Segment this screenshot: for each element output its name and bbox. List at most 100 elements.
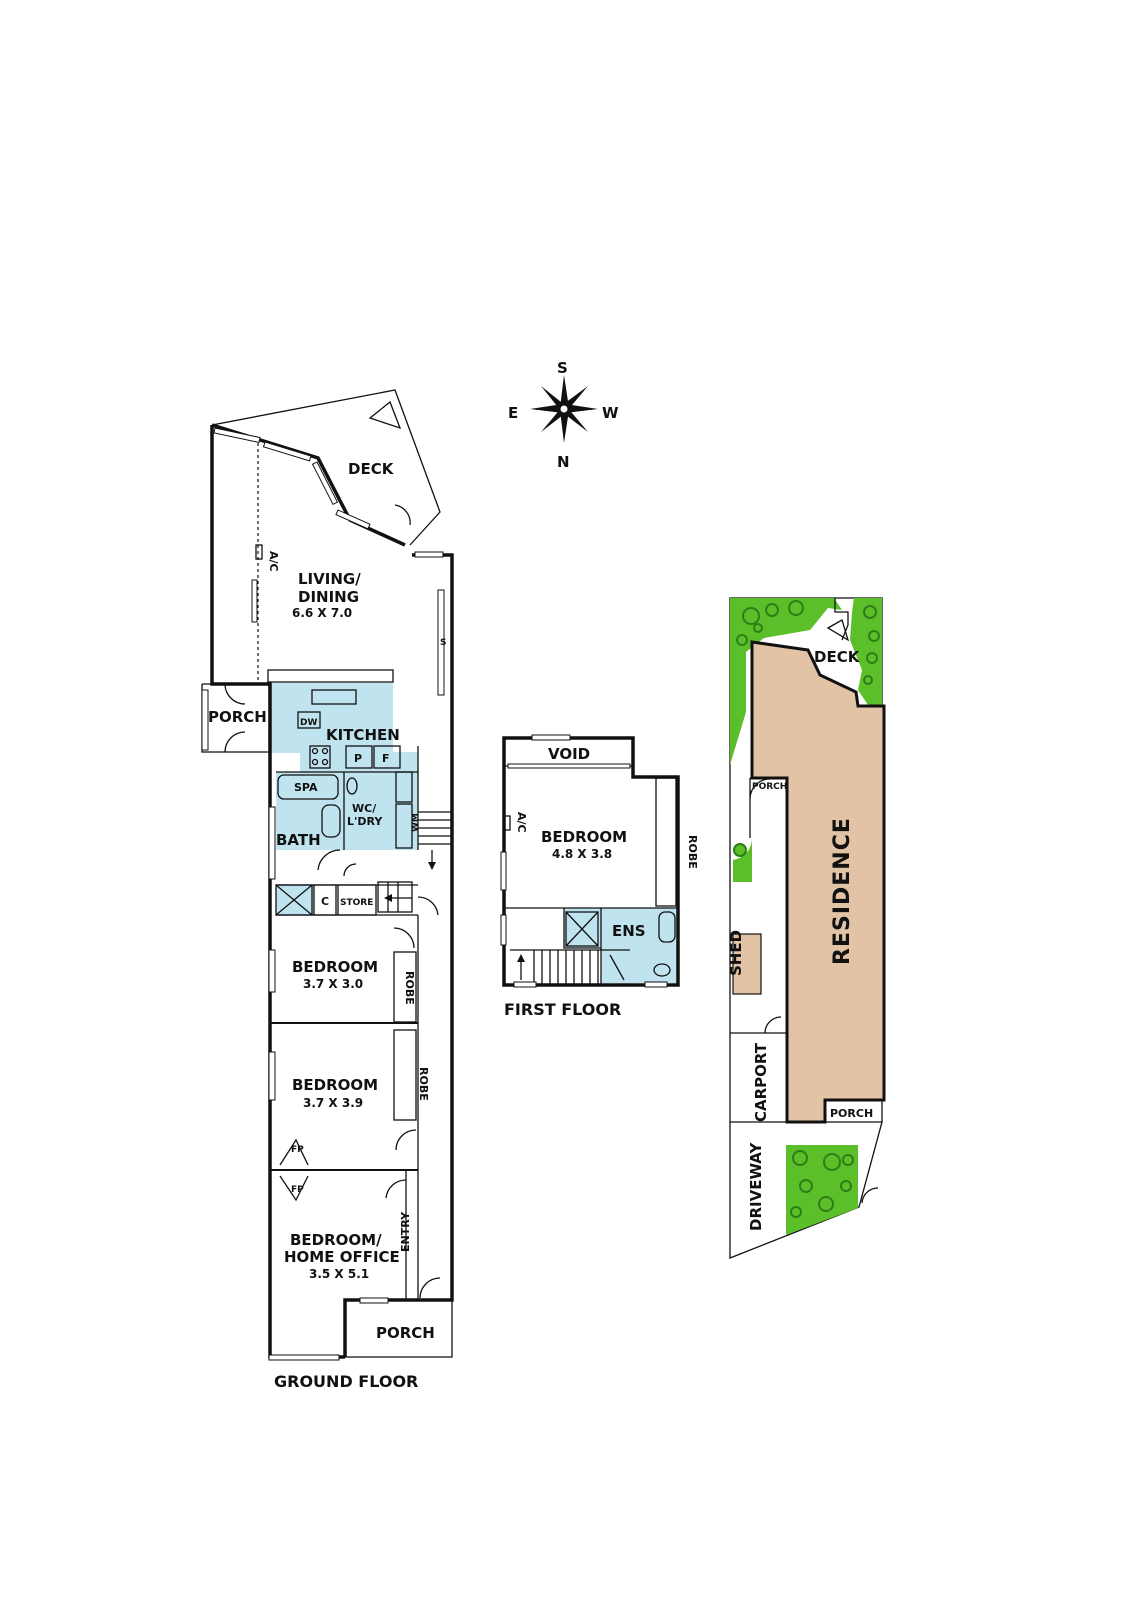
front-garden	[786, 1145, 858, 1235]
bath-vanity	[321, 804, 341, 838]
bedroom-1-dimensions: 3.7 X 3.0	[303, 977, 363, 991]
first-floor-stairs	[510, 949, 630, 985]
side-garden	[733, 839, 752, 882]
bedroom-3-dimensions: 3.5 X 5.1	[309, 1267, 369, 1281]
kitchen-sink	[311, 689, 357, 705]
store-label: STORE	[340, 898, 373, 908]
carport-label: CARPORT	[752, 1042, 770, 1122]
tree-icon	[765, 603, 779, 617]
fridge-label: F	[382, 752, 390, 765]
tree-icon	[753, 623, 763, 633]
rear-window	[414, 551, 444, 558]
compass-rose: S N E W	[508, 359, 619, 471]
tree-icon	[840, 1180, 852, 1192]
tree-icon	[788, 600, 804, 616]
rear-window	[213, 427, 261, 444]
linen-cupboard	[275, 884, 313, 916]
site-deck-label: DECK	[814, 648, 861, 666]
bedroom-3-label: BEDROOM/	[290, 1231, 382, 1249]
compass-e-label: E	[508, 404, 518, 422]
bedroom-1-label: BEDROOM	[292, 958, 378, 976]
tree-icon	[742, 607, 760, 625]
site-front-porch-label: PORCH	[830, 1107, 873, 1120]
ensuite-vanity	[658, 911, 676, 943]
kitchen-floor	[268, 683, 393, 753]
void-label: VOID	[548, 745, 590, 763]
robe-2-label: ROBE	[417, 1067, 430, 1101]
residence-label: RESIDENCE	[830, 817, 855, 965]
cupboard-label: C	[321, 895, 329, 908]
bedroom-2-dimensions: 3.7 X 3.9	[303, 1096, 363, 1110]
rear-window	[335, 509, 371, 530]
shed-label: SHED	[727, 930, 745, 976]
washing-machine	[395, 803, 413, 849]
robe-2	[393, 1029, 417, 1121]
entry-label: ENTRY	[399, 1211, 412, 1252]
ground-floor-plan: A/C S LIVING/ DINING 6.6 X 7.0 DECK PORC…	[201, 389, 454, 1391]
fireplace-2	[279, 1175, 309, 1202]
first-ac-label: A/C	[515, 812, 528, 833]
rear-window	[311, 461, 339, 506]
living-label: LIVING/	[298, 570, 361, 588]
tree-icon	[863, 605, 877, 619]
spa-label: SPA	[294, 781, 318, 794]
compass-s-label: S	[557, 359, 568, 377]
first-bedroom-dimensions: 4.8 X 3.8	[552, 847, 612, 861]
ground-floor-caption: GROUND FLOOR	[274, 1372, 418, 1391]
first-void-shaft	[565, 911, 599, 947]
bedroom-2-label: BEDROOM	[292, 1076, 378, 1094]
tree-icon	[733, 843, 747, 857]
wm-label: WM	[411, 813, 421, 832]
tree-icon	[818, 1196, 834, 1212]
home-office-label: HOME OFFICE	[284, 1248, 400, 1266]
ensuite-floor	[601, 908, 677, 983]
shed	[732, 933, 762, 995]
kitchen-island	[267, 669, 394, 683]
laundry-tub	[395, 771, 413, 803]
fireplace-1	[279, 1138, 309, 1166]
fridge	[373, 745, 401, 769]
first-robe-label: ROBE	[686, 835, 699, 869]
first-bedroom-label: BEDROOM	[541, 828, 627, 846]
tree-icon	[736, 634, 748, 646]
ground-deck-label: DECK	[348, 460, 395, 478]
fireplace-1-label: FP	[291, 1145, 304, 1155]
laundry-label: L'DRY	[347, 815, 383, 828]
living-ac-label: A/C	[267, 551, 280, 572]
front-porch-label: PORCH	[376, 1324, 435, 1342]
side-porch-label: PORCH	[208, 708, 267, 726]
toilet	[346, 777, 358, 795]
compass-w-label: W	[602, 404, 619, 422]
living-s-label: S	[440, 638, 446, 648]
tree-icon	[792, 1150, 808, 1166]
pantry	[345, 745, 373, 769]
garden-trees	[733, 600, 880, 1218]
dishwasher-label: DW	[300, 718, 317, 728]
tree-icon	[799, 1179, 813, 1193]
spa-bath	[277, 774, 339, 800]
dining-label: DINING	[298, 588, 359, 606]
rear-garden-east	[850, 598, 882, 708]
ground-rear-wall	[211, 423, 406, 547]
fireplace-2-label: FP	[291, 1185, 304, 1195]
site-plan: DECK PORCH SHED CARPORT PORCH DRIVEWAY R…	[727, 597, 886, 1259]
rear-garden-west	[730, 598, 842, 765]
tree-icon	[863, 675, 873, 685]
tree-icon	[823, 1153, 841, 1171]
residence-footprint	[750, 640, 886, 1124]
ground-stairs	[377, 811, 452, 913]
pantry-label: P	[354, 752, 362, 765]
ensuite-label: ENS	[612, 922, 646, 940]
driveway-label: DRIVEWAY	[747, 1142, 765, 1231]
compass-n-label: N	[557, 453, 570, 471]
tree-icon	[790, 1206, 802, 1218]
first-floor-caption: FIRST FLOOR	[504, 1000, 621, 1019]
front-porch-outline	[345, 1300, 453, 1358]
bath-label: BATH	[276, 831, 321, 849]
first-robe	[655, 777, 677, 907]
site-side-porch-label: PORCH	[752, 782, 787, 792]
living-sideboard	[437, 589, 445, 696]
rear-window	[262, 441, 312, 462]
tree-icon	[866, 652, 878, 664]
